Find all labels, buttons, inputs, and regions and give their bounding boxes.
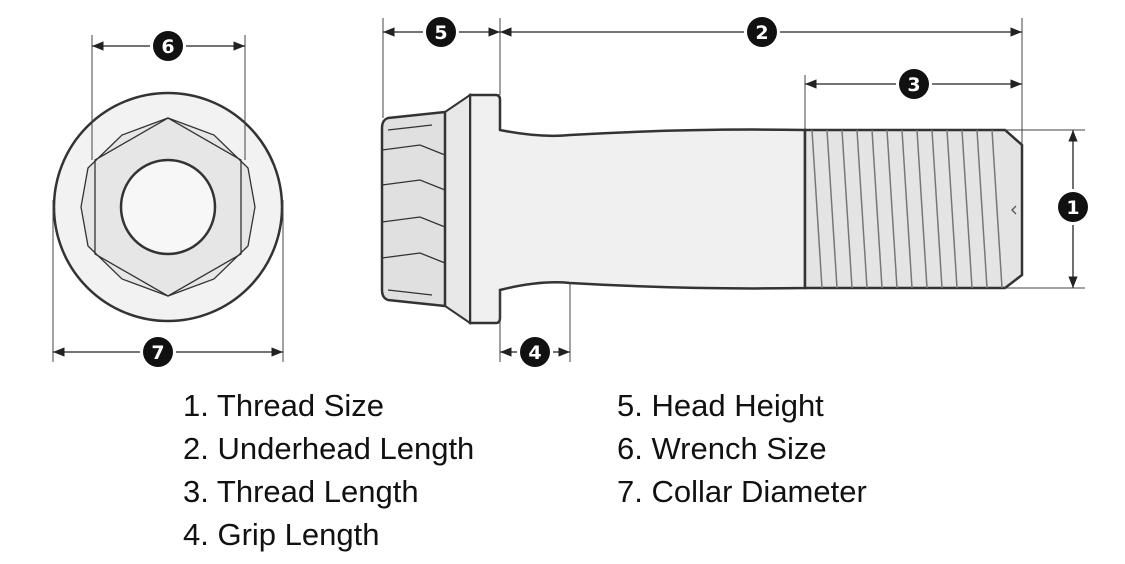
legend-item-thread-size: 1. Thread Size bbox=[183, 388, 385, 423]
legend-item-underhead-length: 2. Underhead Length bbox=[183, 431, 475, 466]
svg-text:6: 6 bbox=[161, 36, 174, 58]
callout-2: 2 bbox=[747, 17, 777, 47]
legend-item-collar-diameter: 7. Collar Diameter bbox=[617, 474, 867, 509]
legend-item-thread-length: 3. Thread Length bbox=[183, 474, 419, 509]
bolt-side-view bbox=[380, 93, 1024, 325]
bolt-end-view bbox=[52, 91, 284, 323]
svg-text:1: 1 bbox=[1066, 197, 1079, 219]
legend-item-wrench-size: 6. Wrench Size bbox=[617, 431, 827, 466]
callout-4: 4 bbox=[520, 337, 550, 367]
callout-3: 3 bbox=[899, 69, 929, 99]
callout-6: 6 bbox=[153, 31, 183, 61]
legend-left: 1. Thread Size 2. Underhead Length 3. Th… bbox=[183, 384, 474, 556]
legend-item-grip-length: 4. Grip Length bbox=[183, 517, 380, 552]
legend-item-head-height: 5. Head Height bbox=[617, 388, 824, 423]
legend-right: 5. Head Height 6. Wrench Size 7. Collar … bbox=[617, 384, 867, 513]
callout-5: 5 bbox=[426, 17, 456, 47]
callout-1: 1 bbox=[1058, 192, 1088, 222]
svg-text:2: 2 bbox=[755, 22, 768, 44]
svg-text:4: 4 bbox=[528, 342, 541, 364]
callout-7: 7 bbox=[143, 337, 173, 367]
svg-text:5: 5 bbox=[434, 22, 447, 44]
svg-text:3: 3 bbox=[907, 74, 920, 96]
svg-text:7: 7 bbox=[151, 342, 164, 364]
